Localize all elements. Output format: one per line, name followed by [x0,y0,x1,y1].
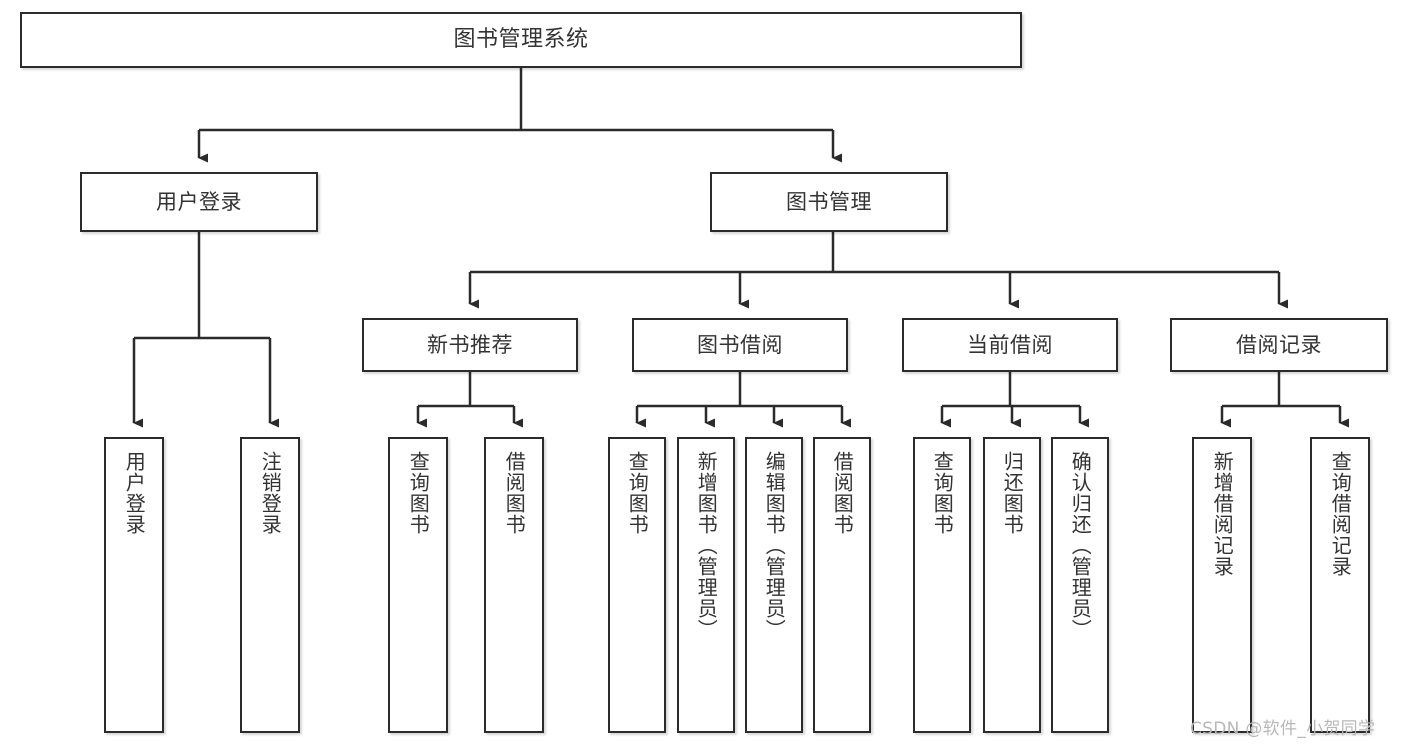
node-leaf-add-book-admin[interactable]: 新增图书（管理员） [677,437,735,733]
node-label: 查询图书 [625,451,650,535]
node-leaf-query-book-recommend[interactable]: 查询图书 [388,437,448,733]
node-new-book-recommend[interactable]: 新书推荐 [362,318,578,372]
node-label: 编辑图书（管理员） [762,451,787,640]
node-leaf-user-login[interactable]: 用户登录 [104,437,164,733]
node-user-login[interactable]: 用户登录 [80,172,318,232]
node-label: 查询借阅记录 [1328,451,1353,577]
node-label: 确认归还（管理员） [1068,451,1093,640]
node-label: 查询图书 [930,451,955,535]
node-leaf-confirm-return-admin[interactable]: 确认归还（管理员） [1051,437,1109,733]
node-leaf-logout[interactable]: 注销登录 [240,437,300,733]
node-label: 新增图书（管理员） [694,451,719,640]
node-borrow-record[interactable]: 借阅记录 [1170,318,1388,372]
node-label: 图书管理系统 [453,27,589,53]
node-label: 用户登录 [156,189,242,214]
node-label: 查询图书 [406,451,431,535]
node-label: 用户登录 [122,451,147,535]
node-label: 新书推荐 [427,332,513,357]
node-book-borrow[interactable]: 图书借阅 [632,318,848,372]
node-label: 借阅图书 [502,451,527,535]
node-leaf-query-book-current[interactable]: 查询图书 [913,437,971,733]
node-label: 当前借阅 [967,332,1053,357]
node-book-management[interactable]: 图书管理 [710,172,948,232]
node-label: 图书管理 [786,189,872,214]
node-label: 注销登录 [258,451,283,535]
node-leaf-borrow-book-recommend[interactable]: 借阅图书 [484,437,544,733]
node-root-system[interactable]: 图书管理系统 [20,12,1022,68]
node-label: 借阅记录 [1236,332,1322,357]
node-leaf-borrow-book[interactable]: 借阅图书 [813,437,871,733]
node-leaf-query-borrow-record[interactable]: 查询借阅记录 [1310,437,1370,733]
csdn-watermark: CSDN @软件_小贺同学 [1190,719,1376,739]
node-label: 归还图书 [1000,451,1025,535]
node-leaf-return-book[interactable]: 归还图书 [983,437,1041,733]
node-label: 图书借阅 [697,332,783,357]
node-label: 新增借阅记录 [1210,451,1235,577]
node-leaf-edit-book-admin[interactable]: 编辑图书（管理员） [745,437,803,733]
node-leaf-add-borrow-record[interactable]: 新增借阅记录 [1192,437,1252,733]
node-leaf-query-book-borrow[interactable]: 查询图书 [608,437,666,733]
node-label: 借阅图书 [830,451,855,535]
node-current-borrow[interactable]: 当前借阅 [902,318,1118,372]
